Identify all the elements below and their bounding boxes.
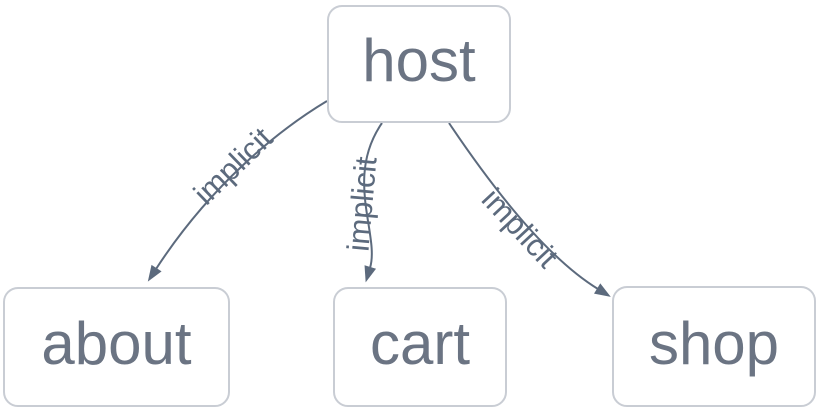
edge-host-about <box>147 100 328 282</box>
node-shop[interactable]: shop <box>612 286 816 407</box>
node-shop-label: shop <box>648 309 780 377</box>
node-cart[interactable]: cart <box>333 287 507 407</box>
node-cart-label: cart <box>369 310 471 377</box>
node-host[interactable]: host <box>327 5 511 123</box>
edge-host-shop <box>448 122 611 297</box>
edge-label-host-cart: implicit <box>340 155 384 253</box>
node-about-label: about <box>41 310 192 377</box>
node-host-label: host <box>362 27 476 94</box>
node-about[interactable]: about <box>3 287 230 407</box>
edge-host-cart <box>363 122 383 283</box>
